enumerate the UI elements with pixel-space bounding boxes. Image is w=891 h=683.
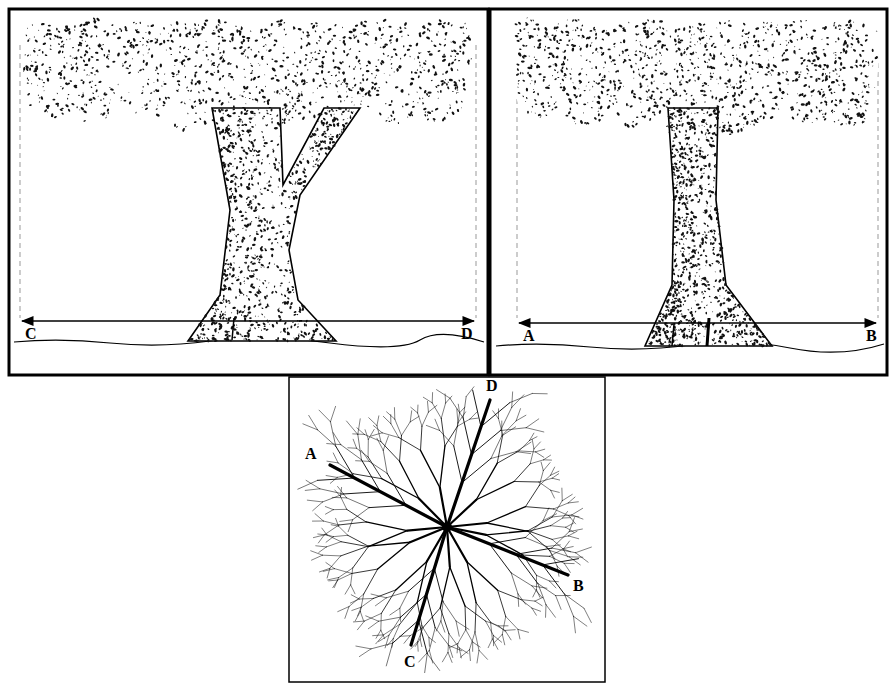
point-label: B [573, 578, 584, 594]
span-line [519, 322, 876, 324]
trunk [645, 107, 773, 348]
extent-line [476, 45, 477, 318]
extent-line [20, 45, 21, 318]
point-label: C [404, 654, 416, 670]
point-label: A [305, 446, 317, 462]
point-label: B [866, 328, 877, 344]
span-line [22, 320, 474, 322]
branch-plan [298, 387, 592, 673]
panel-frame [9, 9, 488, 375]
point-label: C [25, 326, 37, 342]
point-label: D [461, 326, 473, 342]
extent-line [878, 45, 879, 318]
ground-line [14, 334, 484, 346]
point-label: A [523, 328, 535, 344]
panel-frame [289, 377, 605, 682]
point-label: D [486, 378, 498, 394]
panel-frame [490, 9, 887, 375]
trunk [188, 107, 360, 343]
